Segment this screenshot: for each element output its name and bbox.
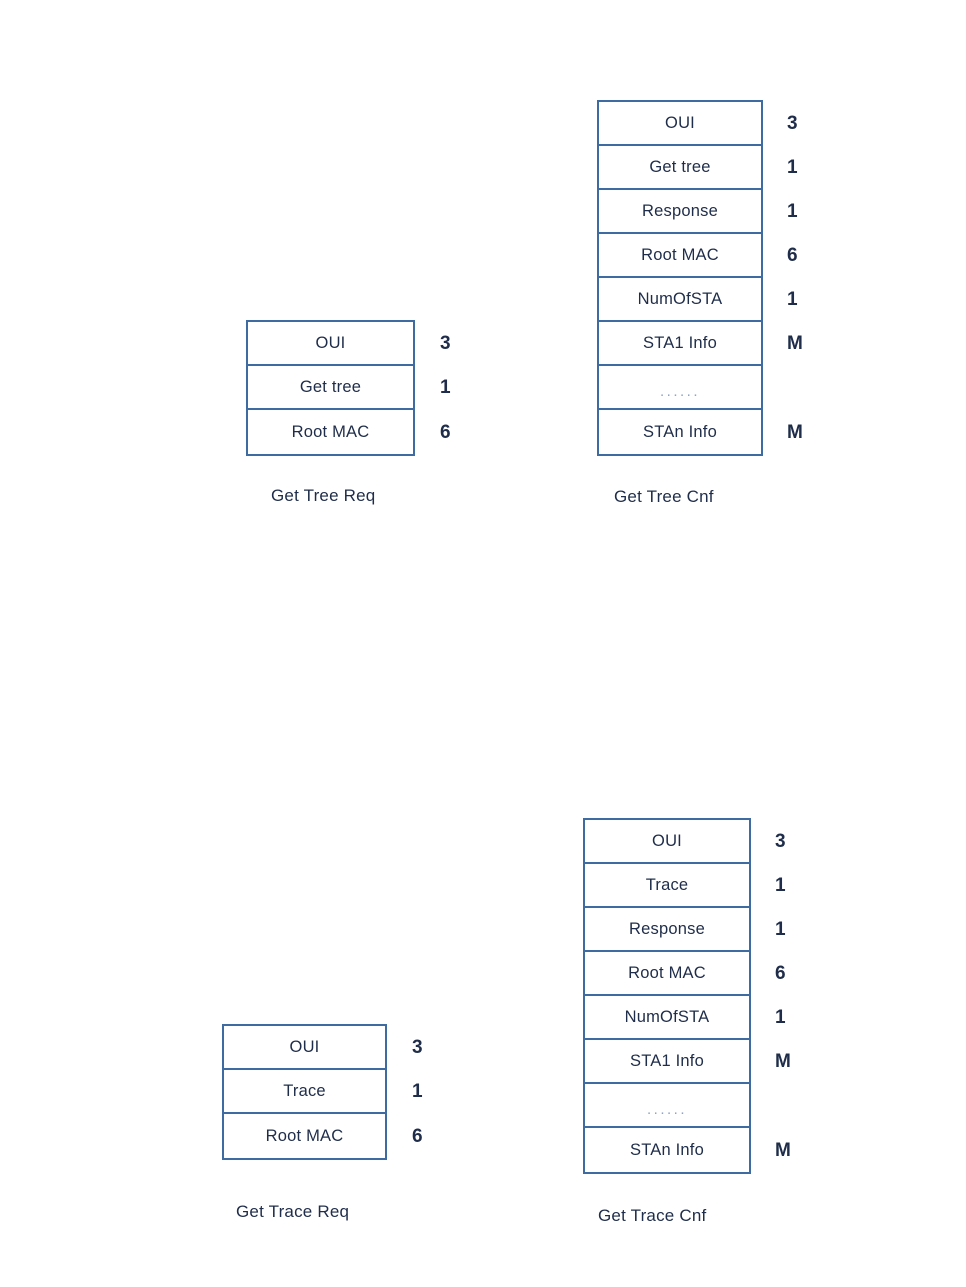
packet-field-row: Root MAC 6 xyxy=(585,952,786,996)
packet-structure: OUI 3 Get tree 1 Root MAC 6 xyxy=(246,320,451,456)
field-name: Response xyxy=(642,201,718,220)
packet-field-row: NumOfSTA 1 xyxy=(585,996,786,1040)
figure-caption: Get Tree Req xyxy=(271,486,376,505)
packet-field-row: Get tree 1 xyxy=(599,146,798,190)
packet-field-row: Trace 1 xyxy=(224,1070,423,1114)
packet-structure: OUI 3 Trace 1 Root MAC 6 xyxy=(222,1024,423,1160)
packet-field-row-continuation: ...... xyxy=(585,1084,749,1128)
field-name: OUI xyxy=(289,1037,320,1056)
packet-field-row: OUI 3 xyxy=(599,102,798,146)
field-name: Get tree xyxy=(649,157,711,176)
packet-structure: OUI 3 Get tree 1 Response 1 Root MAC 6 N… xyxy=(597,100,803,456)
field-size: 1 xyxy=(412,1080,423,1102)
field-size: M xyxy=(775,1139,791,1161)
packet-field-row: Trace 1 xyxy=(585,864,786,908)
field-size: 1 xyxy=(775,874,786,896)
packet-field-row: STA1 Info M xyxy=(599,322,803,366)
field-size: M xyxy=(787,332,803,354)
field-name: OUI xyxy=(315,333,346,352)
packet-field-row: Root MAC 6 xyxy=(599,234,798,278)
field-name: STAn Info xyxy=(630,1140,704,1159)
field-name: NumOfSTA xyxy=(624,1007,710,1026)
packet-structure: OUI 3 Trace 1 Response 1 Root MAC 6 NumO… xyxy=(583,818,791,1174)
field-size xyxy=(749,1084,809,1126)
ellipsis-label: ...... xyxy=(659,382,700,400)
packet-field-row: Root MAC 6 xyxy=(224,1114,423,1158)
field-name: STA1 Info xyxy=(643,333,717,352)
figure-caption: Get Trace Req xyxy=(236,1202,350,1221)
figure-get-tree-cnf: OUI 3 Get tree 1 Response 1 Root MAC 6 N… xyxy=(597,100,803,506)
figure-get-trace-cnf: OUI 3 Trace 1 Response 1 Root MAC 6 NumO… xyxy=(583,818,791,1225)
packet-field-row: OUI 3 xyxy=(224,1026,423,1070)
field-name: Response xyxy=(629,919,705,938)
figure-caption: Get Tree Cnf xyxy=(614,487,714,506)
packet-field-row: STA1 Info M xyxy=(585,1040,791,1084)
field-name: Get tree xyxy=(299,377,362,396)
field-name: NumOfSTA xyxy=(637,289,723,308)
packet-field-row-continuation: ...... xyxy=(599,366,761,410)
field-size: 1 xyxy=(775,1006,786,1028)
field-size: 1 xyxy=(787,156,798,178)
packet-field-row: Response 1 xyxy=(585,908,786,952)
field-name: Root MAC xyxy=(628,963,706,982)
field-size: 3 xyxy=(412,1036,423,1058)
packet-field-row: Get tree 1 xyxy=(248,366,451,410)
packet-field-row: STAn Info M xyxy=(585,1128,791,1172)
packet-field-row: OUI 3 xyxy=(248,322,451,366)
field-size: 6 xyxy=(440,421,451,443)
field-size: 1 xyxy=(775,918,786,940)
packet-field-row: STAn Info M xyxy=(599,410,803,454)
field-size: 1 xyxy=(787,288,798,310)
figure-caption: Get Trace Cnf xyxy=(598,1206,707,1225)
field-name: STA1 Info xyxy=(630,1051,704,1070)
field-name: STAn Info xyxy=(643,422,717,441)
field-name: OUI xyxy=(665,113,695,132)
field-size: 3 xyxy=(775,830,786,852)
figure-get-trace-req: OUI 3 Trace 1 Root MAC 6 Get Trace Req xyxy=(222,1024,423,1221)
field-size: M xyxy=(775,1050,791,1072)
field-size: 6 xyxy=(787,244,798,266)
packet-field-row: OUI 3 xyxy=(585,820,786,864)
packet-field-row: Response 1 xyxy=(599,190,798,234)
field-size: 1 xyxy=(440,376,451,398)
field-name: Trace xyxy=(283,1081,326,1100)
ellipsis-label: ...... xyxy=(646,1100,687,1118)
field-size: 1 xyxy=(787,200,798,222)
packet-field-row: NumOfSTA 1 xyxy=(599,278,798,322)
field-name: Root MAC xyxy=(641,245,719,264)
field-size: 6 xyxy=(412,1125,423,1147)
field-size: M xyxy=(787,421,803,443)
field-size: 3 xyxy=(787,112,798,134)
field-size: 3 xyxy=(440,332,451,354)
field-name: Trace xyxy=(645,875,689,894)
field-size xyxy=(761,366,821,408)
field-name: Root MAC xyxy=(291,422,370,441)
packet-field-row: Root MAC 6 xyxy=(248,410,451,454)
field-size: 6 xyxy=(775,962,786,984)
field-name: Root MAC xyxy=(265,1126,344,1145)
field-name: OUI xyxy=(652,831,682,850)
figure-get-tree-req: OUI 3 Get tree 1 Root MAC 6 Get Tree Req xyxy=(246,320,451,505)
